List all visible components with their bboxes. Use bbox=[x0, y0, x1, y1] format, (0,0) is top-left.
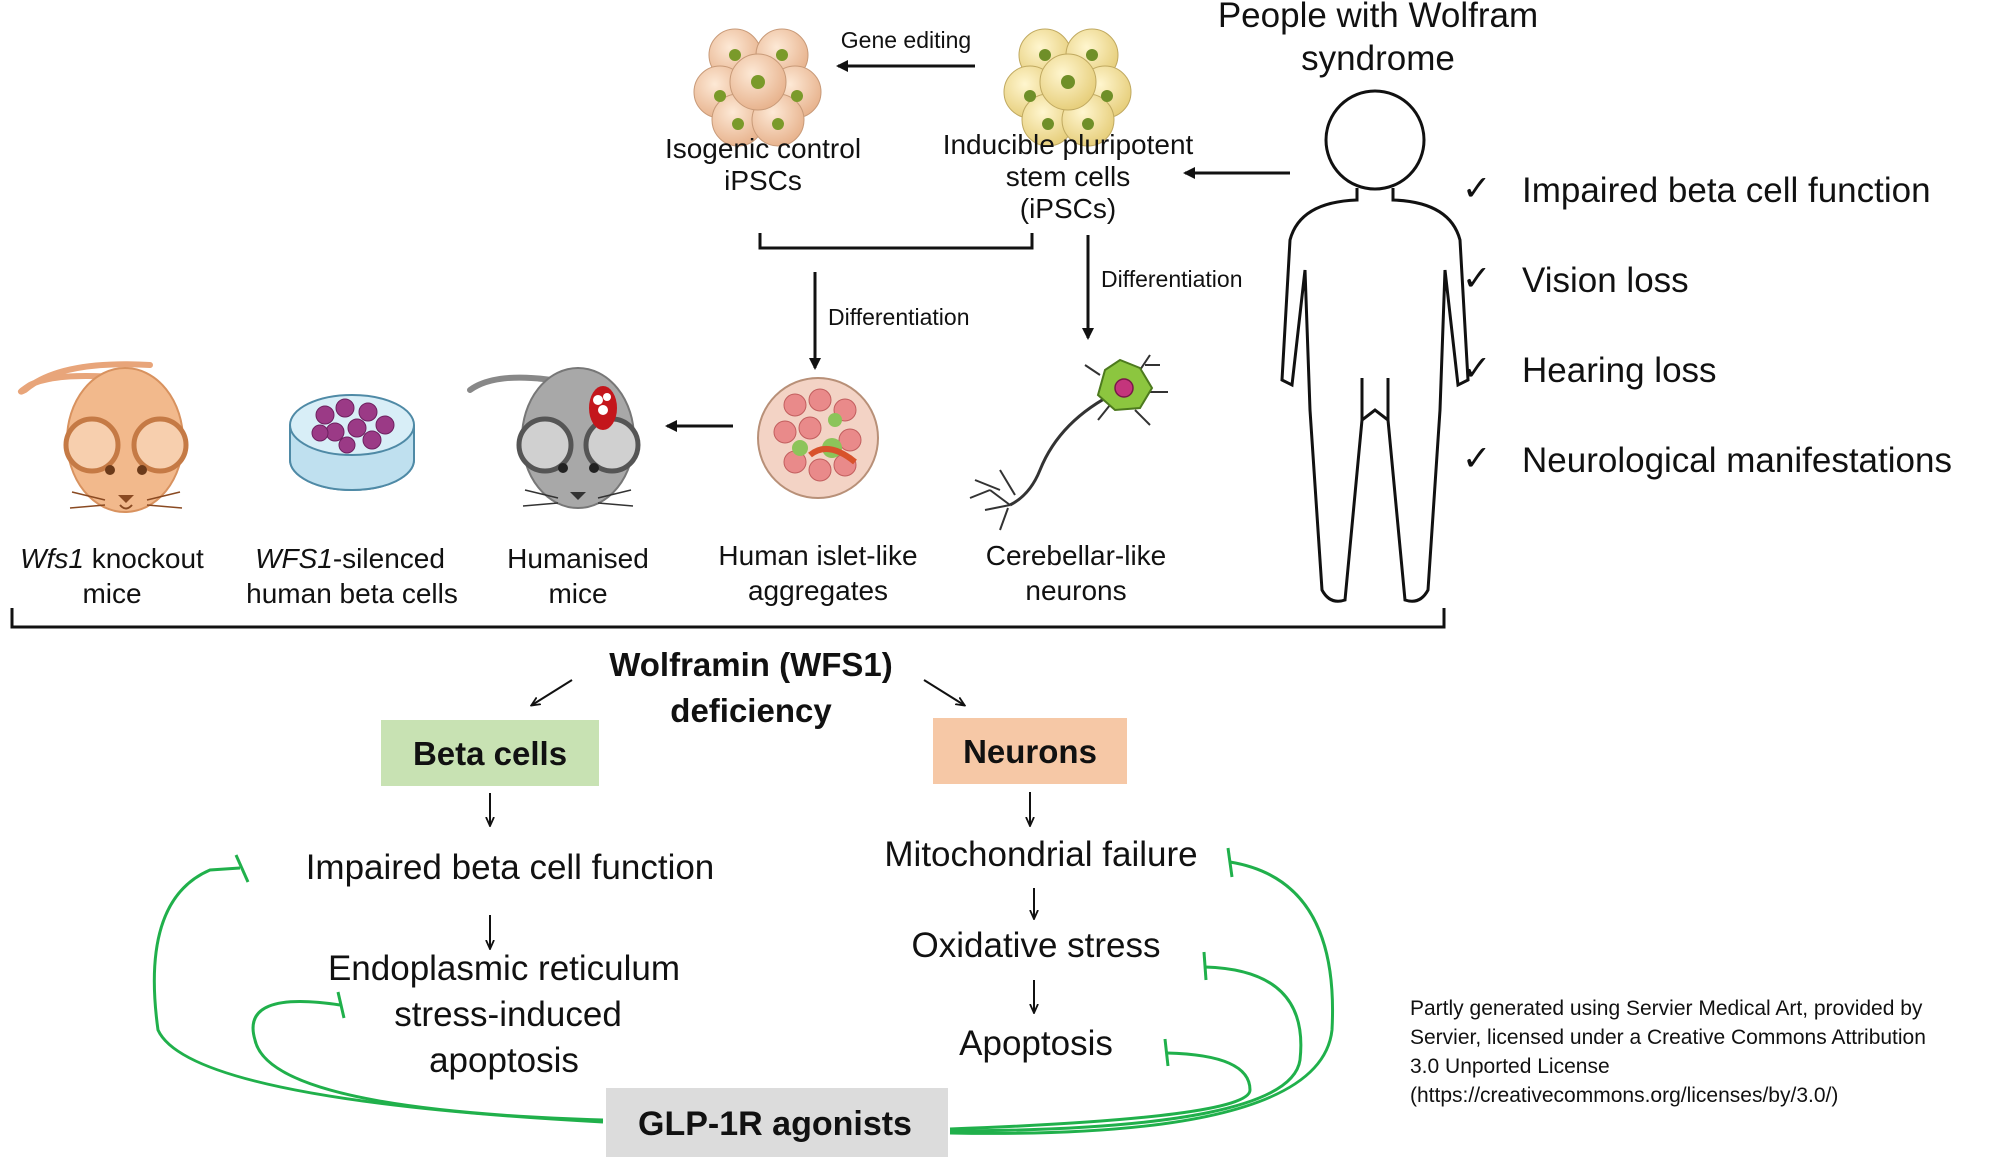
neurons-box bbox=[933, 718, 1127, 784]
people-with-wolfram-title: People with Wolfram syndrome bbox=[1218, 0, 1538, 78]
mitochondrial-failure: Mitochondrial failure bbox=[884, 835, 1197, 874]
symptom-list: ✓ Impaired beta cell function ✓ Vision l… bbox=[1462, 169, 1952, 480]
ipsc-label: Inducible pluripotent stem cells (iPSCs) bbox=[943, 129, 1194, 224]
differentiation-label-islet: Differentiation bbox=[828, 304, 970, 330]
svg-text:apoptosis: apoptosis bbox=[429, 1041, 579, 1080]
symptom-4: Neurological manifestations bbox=[1522, 441, 1952, 480]
isogenic-label: Isogenic control iPSCs bbox=[665, 133, 861, 196]
svg-text:human beta cells: human beta cells bbox=[246, 578, 458, 609]
svg-text:Inducible pluripotent: Inducible pluripotent bbox=[943, 129, 1194, 160]
svg-text:mice: mice bbox=[548, 578, 607, 609]
credit-text: Partly generated using Servier Medical A… bbox=[1410, 997, 1926, 1107]
beta-cells-label: Beta cells bbox=[413, 735, 567, 772]
oxidative-stress: Oxidative stress bbox=[912, 926, 1161, 965]
svg-text:stem cells: stem cells bbox=[1006, 161, 1130, 192]
wfs1-deficiency-heading: Wolframin (WFS1) deficiency bbox=[609, 646, 893, 729]
beta-cells-box bbox=[381, 720, 599, 786]
check-mark-icon: ✓ bbox=[1462, 439, 1491, 478]
humanised-mice-label: Humanised mice bbox=[507, 543, 649, 609]
symptom-1: Impaired beta cell function bbox=[1522, 171, 1931, 210]
ipsc-bracket bbox=[758, 233, 1034, 250]
islet-aggregate-icon bbox=[757, 377, 879, 499]
svg-text:Humanised: Humanised bbox=[507, 543, 649, 574]
svg-text:(iPSCs): (iPSCs) bbox=[1020, 193, 1116, 224]
svg-text:Wfs1 knockout: Wfs1 knockout bbox=[20, 543, 204, 574]
svg-text:Isogenic control: Isogenic control bbox=[665, 133, 861, 164]
wfs1-silenced-beta-cells-label: WFS1-silenced human beta cells bbox=[246, 543, 458, 609]
humanised-mouse-icon bbox=[467, 367, 641, 509]
svg-text:3.0 Unported License: 3.0 Unported License bbox=[1410, 1055, 1610, 1078]
svg-text:Endoplasmic reticulum: Endoplasmic reticulum bbox=[328, 949, 680, 988]
models-bracket bbox=[10, 608, 1446, 629]
neurons-label: Neurons bbox=[963, 733, 1097, 770]
arrow-to-beta-cells bbox=[532, 679, 573, 705]
petri-dish-icon bbox=[289, 394, 415, 491]
glp1-inhibition-lines bbox=[152, 847, 1335, 1135]
differentiation-label-neuron: Differentiation bbox=[1101, 266, 1243, 292]
impaired-beta-function: Impaired beta cell function bbox=[306, 848, 715, 887]
neuron-icon bbox=[969, 354, 1168, 531]
human-islet-label: Human islet-like aggregates bbox=[718, 540, 917, 606]
svg-text:(https://creativecommons.org/l: (https://creativecommons.org/licenses/by… bbox=[1410, 1084, 1838, 1107]
svg-text:mice: mice bbox=[82, 578, 141, 609]
svg-text:Human islet-like: Human islet-like bbox=[718, 540, 917, 571]
glp1-box bbox=[606, 1088, 948, 1157]
svg-text:iPSCs: iPSCs bbox=[724, 165, 802, 196]
svg-text:aggregates: aggregates bbox=[748, 575, 888, 606]
knockout-mouse-icon bbox=[18, 361, 189, 513]
svg-text:neurons: neurons bbox=[1025, 575, 1126, 606]
svg-text:deficiency: deficiency bbox=[670, 692, 832, 729]
svg-text:syndrome: syndrome bbox=[1301, 39, 1455, 78]
check-mark-icon: ✓ bbox=[1462, 349, 1491, 388]
check-mark-icon: ✓ bbox=[1462, 169, 1491, 208]
gene-editing-label: Gene editing bbox=[841, 27, 971, 53]
er-stress-apoptosis: Endoplasmic reticulum stress-induced apo… bbox=[328, 949, 680, 1080]
symptom-3: Hearing loss bbox=[1522, 351, 1717, 390]
svg-text:Cerebellar-like: Cerebellar-like bbox=[986, 540, 1167, 571]
svg-text:Servier, licensed under a Crea: Servier, licensed under a Creative Commo… bbox=[1410, 1026, 1926, 1049]
svg-text:WFS1-silenced: WFS1-silenced bbox=[255, 543, 445, 574]
ipsc-cells-icon bbox=[1003, 28, 1132, 147]
svg-text:People with Wolfram: People with Wolfram bbox=[1218, 0, 1538, 35]
svg-text:Wolframin (WFS1): Wolframin (WFS1) bbox=[609, 646, 893, 683]
apoptosis: Apoptosis bbox=[959, 1024, 1113, 1063]
check-mark-icon: ✓ bbox=[1462, 259, 1491, 298]
cerebellar-label: Cerebellar-like neurons bbox=[986, 540, 1167, 606]
person-silhouette-icon bbox=[1280, 89, 1470, 603]
wfs1-knockout-mice-label: Wfs1 knockout mice bbox=[20, 543, 204, 609]
isogenic-cells-icon bbox=[693, 28, 822, 147]
glp1-label: GLP-1R agonists bbox=[638, 1105, 912, 1143]
svg-text:Partly generated using Servier: Partly generated using Servier Medical A… bbox=[1410, 997, 1923, 1020]
symptom-2: Vision loss bbox=[1522, 261, 1689, 300]
arrow-to-neurons bbox=[923, 679, 964, 705]
svg-text:stress-induced: stress-induced bbox=[394, 995, 622, 1034]
